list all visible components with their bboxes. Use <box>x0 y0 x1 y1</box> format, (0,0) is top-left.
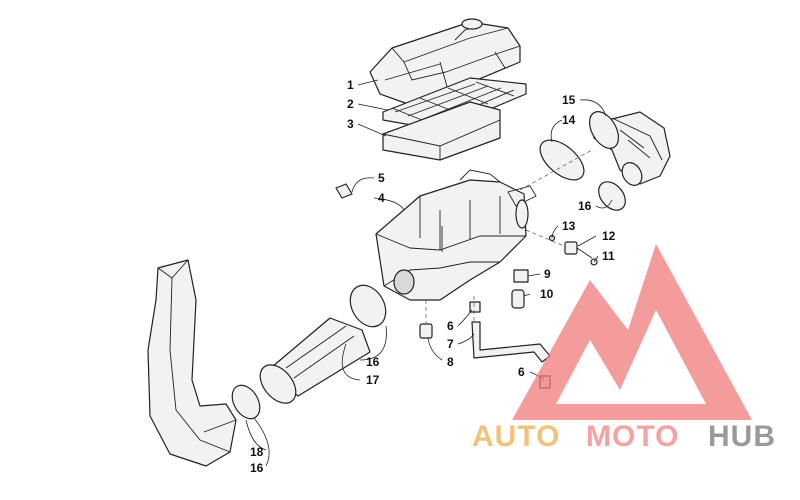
fittings <box>548 234 598 266</box>
callout-14: 14 <box>562 113 576 127</box>
watermark-text: AUTO MOTO HUB <box>472 420 776 453</box>
callout-16-middle: 16 <box>366 355 380 369</box>
callout-16-upper: 16 <box>578 199 592 213</box>
callout-11: 11 <box>602 249 615 263</box>
callout-6-upper: 6 <box>447 319 454 333</box>
hose-clamp-upper <box>469 301 481 313</box>
large-clamp <box>539 139 585 181</box>
airbox-cover <box>369 18 521 105</box>
filter-cage <box>382 77 527 131</box>
callout-2: 2 <box>347 97 354 111</box>
callouts: 1 2 3 4 5 6 6 7 8 9 10 11 12 13 14 15 16… <box>250 78 616 475</box>
callout-18: 18 <box>250 445 264 459</box>
callout-9: 9 <box>544 267 551 281</box>
leader-lines <box>245 79 613 467</box>
callout-4: 4 <box>378 191 385 205</box>
callout-3: 3 <box>347 117 354 131</box>
callout-15: 15 <box>562 93 576 107</box>
callout-7: 7 <box>447 337 454 351</box>
assembly-line-2 <box>525 229 565 247</box>
clamp-lower <box>231 384 261 420</box>
small-clamp-upper <box>598 181 626 211</box>
callout-5: 5 <box>378 171 385 185</box>
callout-13: 13 <box>562 219 576 233</box>
airbox-base <box>375 169 537 301</box>
drain-hose <box>471 321 551 363</box>
callout-12: 12 <box>602 229 616 243</box>
callout-6-lower: 6 <box>518 365 525 379</box>
intake-duct <box>259 317 371 404</box>
intake-boot <box>588 111 671 186</box>
inlet-tube <box>147 259 237 467</box>
watermark-word-auto: AUTO <box>472 420 560 453</box>
watermark-logo <box>512 244 752 420</box>
retaining-clip <box>335 183 353 199</box>
breather-cap <box>511 289 525 309</box>
callout-16-lower: 16 <box>250 461 264 475</box>
watermark-word-hub: HUB <box>708 420 776 453</box>
watermark-triangle-icon <box>512 244 752 420</box>
callout-10: 10 <box>540 287 554 301</box>
callout-1: 1 <box>347 78 354 92</box>
clamp-middle <box>349 284 387 328</box>
callout-17: 17 <box>366 373 380 387</box>
breather-fitting <box>513 269 529 283</box>
drain-plug <box>419 323 433 339</box>
watermark-word-moto: MOTO <box>586 420 679 453</box>
callout-8: 8 <box>447 355 454 369</box>
foam-filter <box>382 101 501 161</box>
